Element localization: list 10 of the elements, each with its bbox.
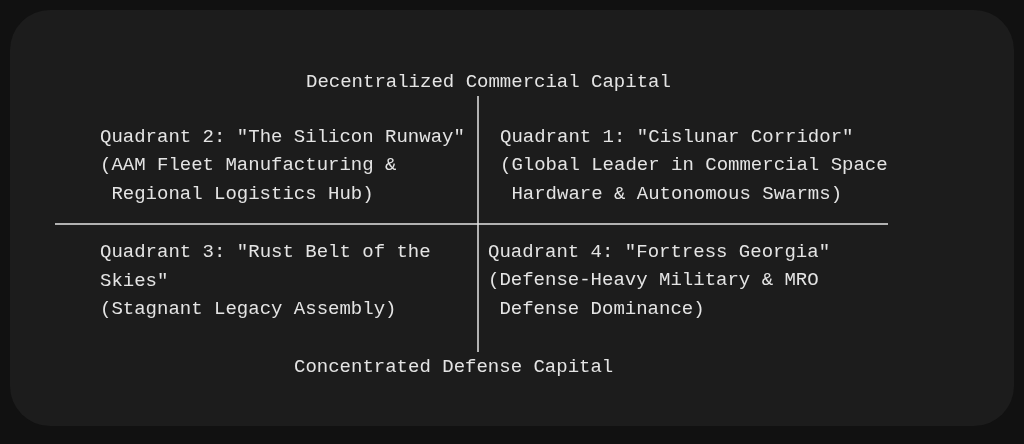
axis-label: Decentralized Commercial Capital: [306, 70, 672, 95]
quadrant-title: Quadrant 2: "The Silicon Runway": [100, 125, 466, 150]
quadrant-title: Quadrant 4: "Fortress Georgia": [488, 240, 832, 265]
quadrant-title: Quadrant 1: "Cislunar Corridor": [500, 125, 855, 150]
quadrant-title: Quadrant 3: "Rust Belt of the Skies": [100, 240, 432, 294]
quadrant-description: (Defense-Heavy Military & MRO Defense Dominance): [488, 268, 820, 322]
quadrant-description: (Global Leader in Commercial Space Hardware & Autonomous Swarms): [500, 153, 889, 207]
axis-label: Concentrated Defense Capital: [294, 355, 615, 380]
quadrant-description: (Stagnant Legacy Assembly): [100, 297, 398, 322]
quadrant-description: (AAM Fleet Manufacturing & Regional Logistics Hub): [100, 153, 398, 207]
